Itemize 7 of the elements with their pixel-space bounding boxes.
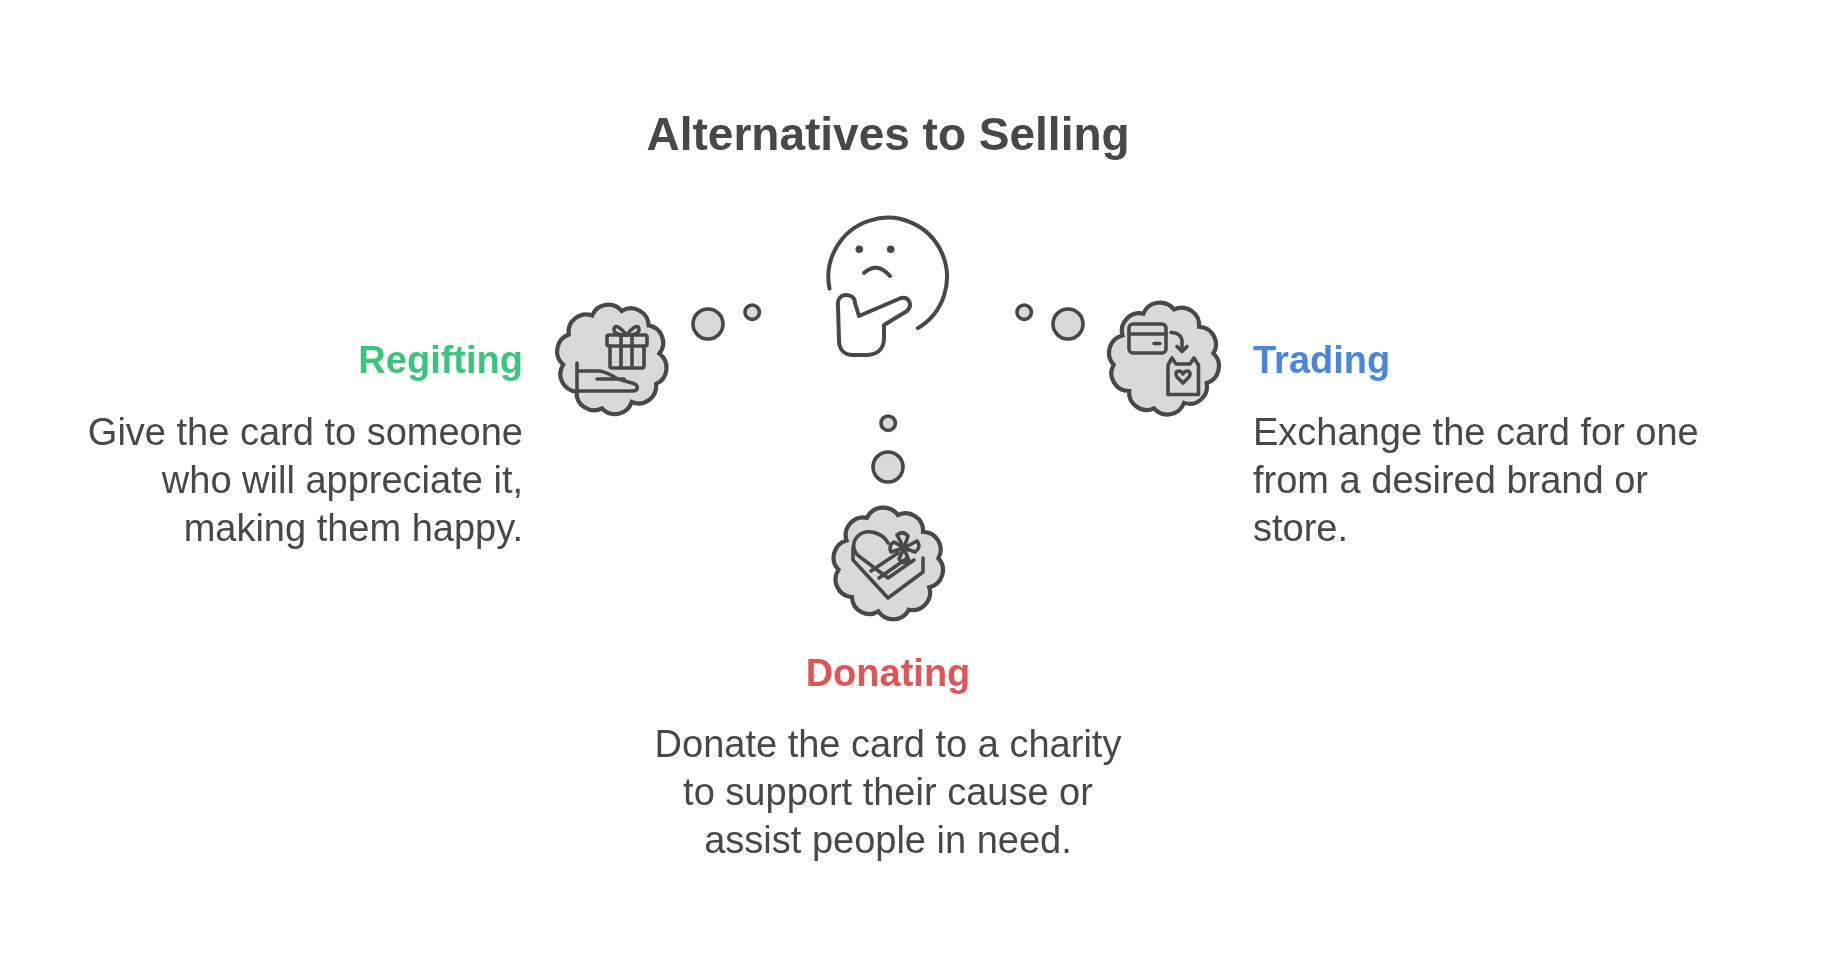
diagram-title: Alternatives to Selling	[646, 107, 1130, 162]
option-description: Donate the card to a charity to support their cause or assist people in need.	[654, 722, 1122, 863]
option-description: Exchange the card for one from a desired brand or store.	[1253, 410, 1700, 551]
option-heading: Regifting	[358, 338, 523, 382]
option-description: Give the card to someone who will appreciate it, making them happy.	[86, 410, 523, 551]
option-heading: Donating	[805, 651, 971, 695]
option-heading: Trading	[1253, 338, 1391, 382]
